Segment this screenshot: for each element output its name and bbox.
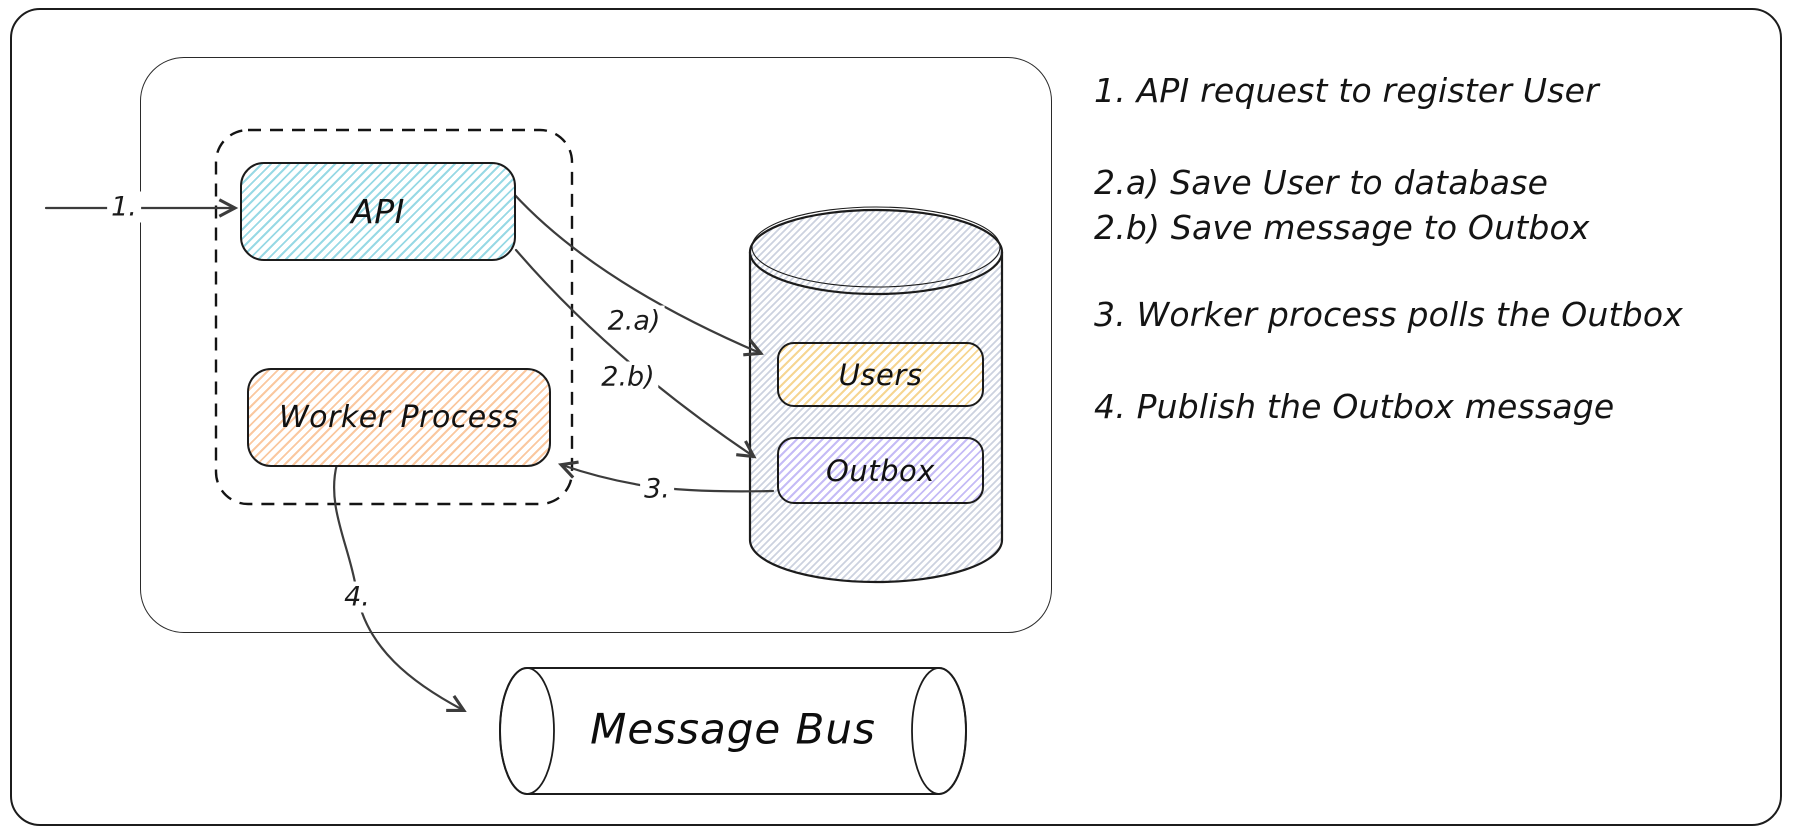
arrow-label-step2a: 2.a) bbox=[603, 305, 665, 337]
arrow-label-step1: 1. bbox=[107, 191, 141, 223]
arrow-label-step2b: 2.b) bbox=[597, 361, 659, 393]
legend-step-2b: 2.b) Save message to Outbox bbox=[1094, 208, 1590, 247]
api-box-label: API bbox=[351, 192, 405, 231]
outbox-table-label: Outbox bbox=[826, 453, 935, 488]
legend-step-1: 1. API request to register User bbox=[1094, 71, 1599, 110]
worker-process-box-label: Worker Process bbox=[278, 400, 520, 435]
users-table-label: Users bbox=[838, 357, 923, 392]
outbox-table-box: Outbox bbox=[777, 437, 984, 504]
arrow-step2a bbox=[511, 191, 764, 357]
legend-step-3: 3. Worker process polls the Outbox bbox=[1094, 295, 1683, 334]
legend-step-4: 4. Publish the Outbox message bbox=[1094, 387, 1615, 426]
message-bus-cylinder bbox=[499, 667, 967, 795]
arrow-step2b bbox=[514, 248, 757, 459]
cylinder-rim-line bbox=[751, 206, 1001, 288]
arrow-label-step4: 4. bbox=[340, 581, 374, 613]
arrow-label-step3: 3. bbox=[640, 473, 674, 505]
message-bus-label: Message Bus bbox=[590, 704, 876, 754]
legend-step-2a: 2.a) Save User to database bbox=[1094, 163, 1549, 202]
legend-step-2: 2.a) Save User to database 2.b) Save mes… bbox=[1094, 160, 1590, 250]
outer-frame bbox=[10, 8, 1782, 826]
dashed-boundary-box bbox=[214, 128, 574, 506]
api-box: API bbox=[240, 162, 516, 261]
users-table-box: Users bbox=[777, 342, 984, 407]
worker-process-box: Worker Process bbox=[247, 368, 551, 467]
